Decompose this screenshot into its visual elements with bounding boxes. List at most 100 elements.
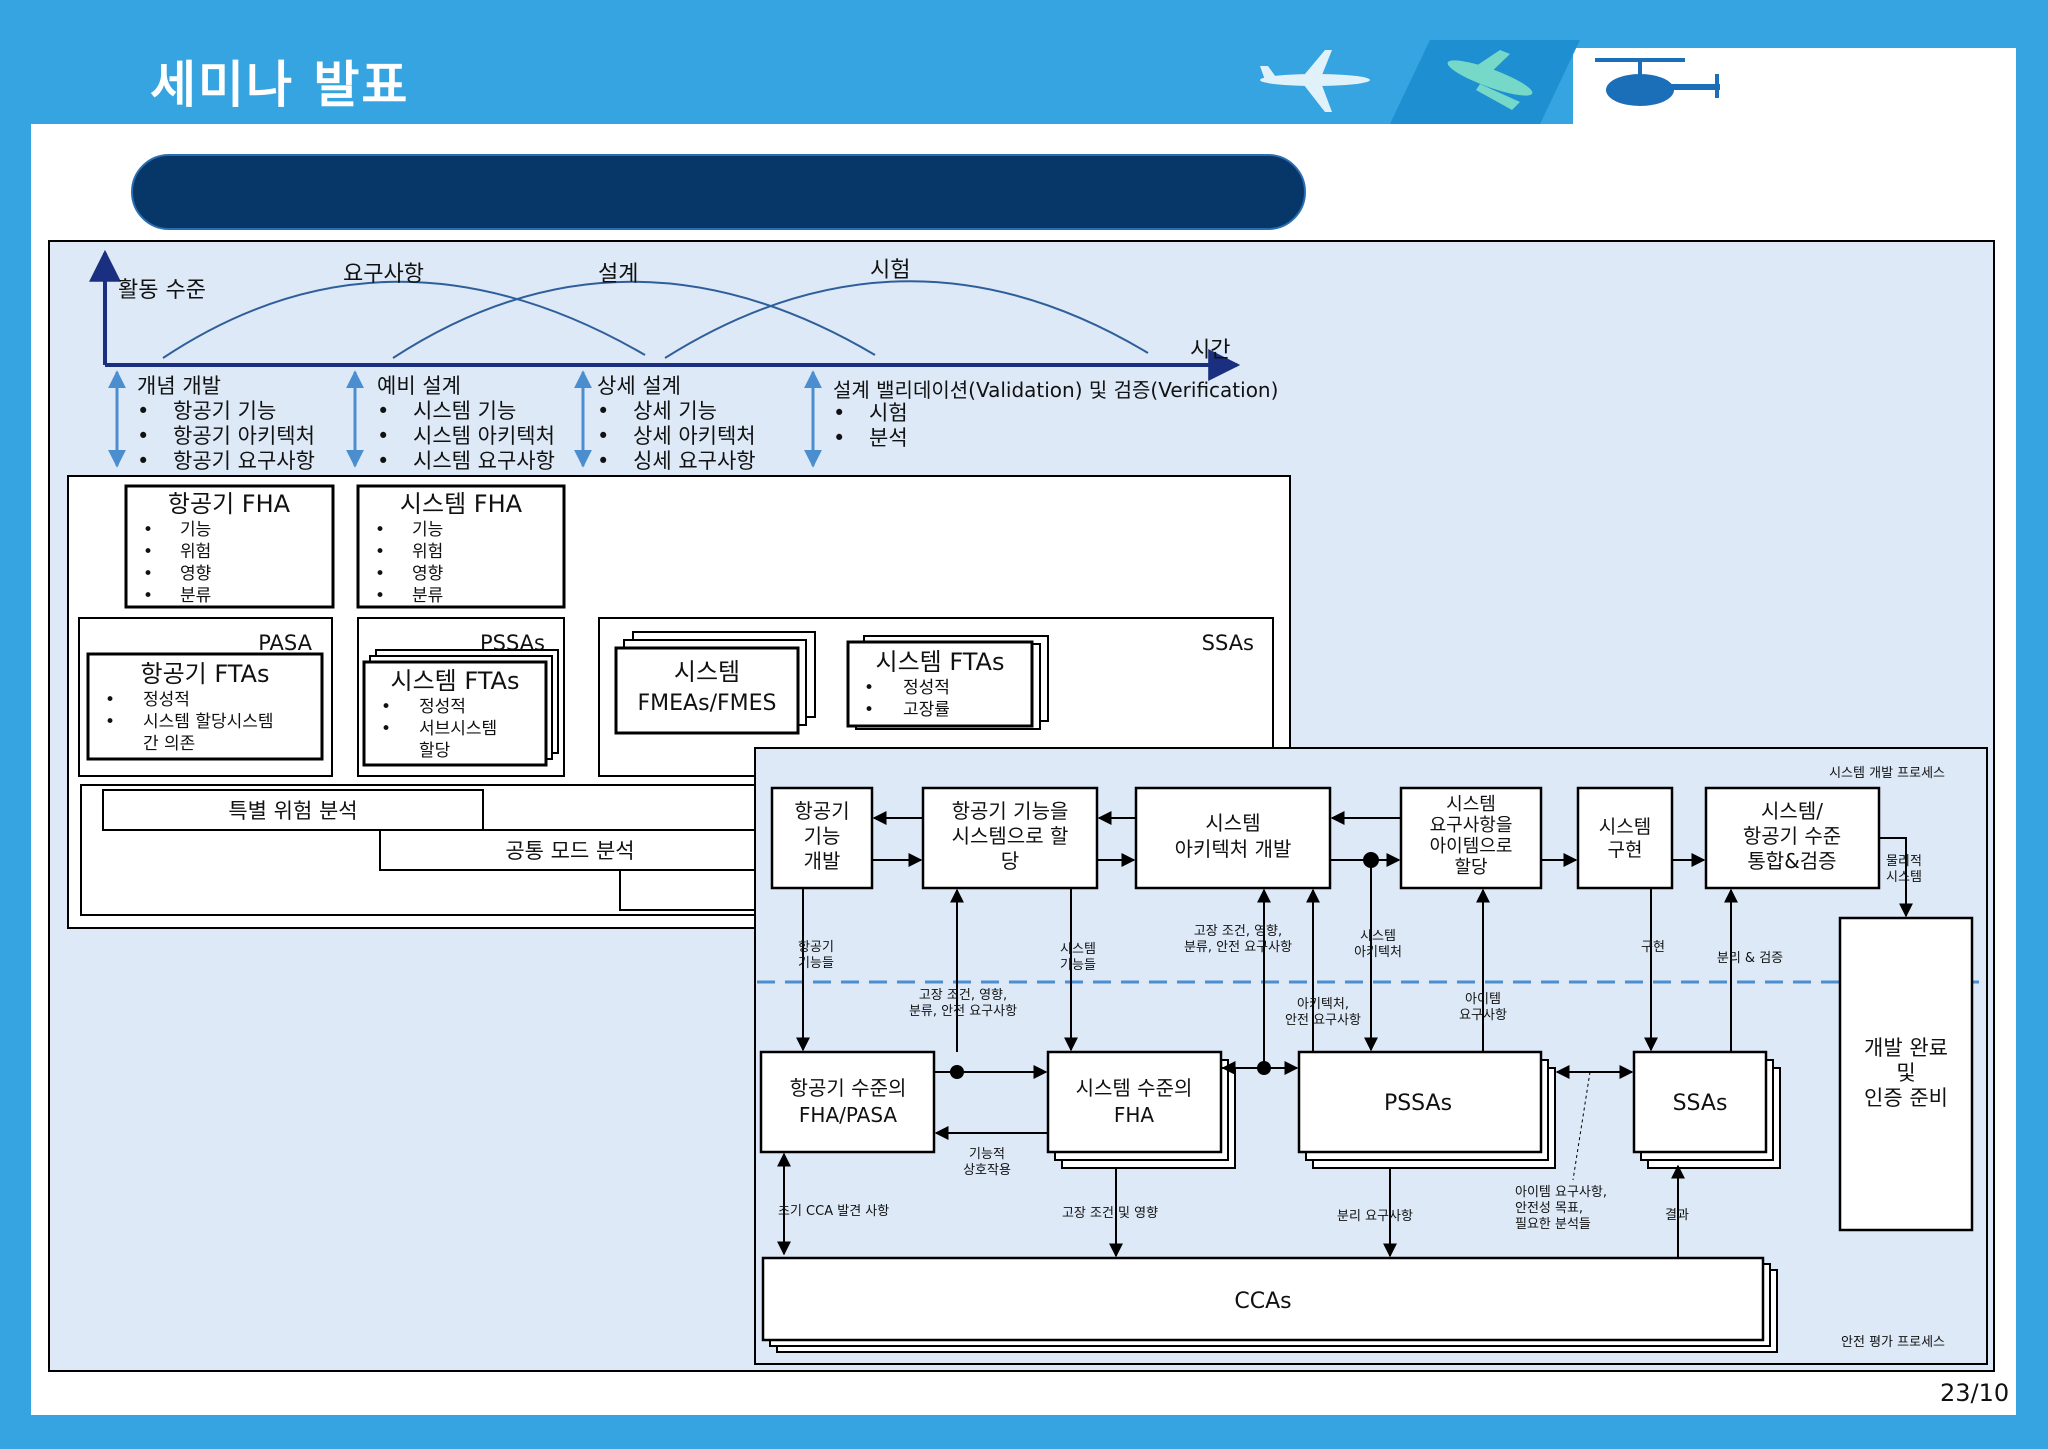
airplane-icon	[1260, 50, 1370, 112]
page-number: 23/10	[1940, 1379, 2010, 1407]
certification-text: 개발 완료	[1864, 1036, 1948, 1060]
jet-icon	[1447, 50, 1533, 110]
phase-4-item: 시험	[869, 401, 908, 425]
system-fha-bullet: •	[375, 520, 385, 540]
phase-1-item: 항공기 요구사항	[173, 449, 315, 473]
fmea-line1: 시스템	[674, 658, 740, 686]
item-requirements-label: 아이템	[1465, 992, 1501, 1007]
aircraft-fha-item: 기능	[180, 520, 211, 540]
allocate-requirements-text: 요구사항을	[1430, 815, 1513, 836]
allocate-functions-text: 항공기 기능을	[952, 799, 1069, 823]
fmea-box	[614, 646, 800, 735]
x-axis-label: 시간	[1190, 338, 1230, 363]
system-fha-box	[356, 484, 566, 609]
aircraft-fha-title: 항공기 FHA	[168, 490, 291, 518]
junction-dot	[1257, 1061, 1271, 1075]
architecture-safety-label: 아키텍처,	[1297, 997, 1349, 1012]
aircraft-ftas-item: 시스템 할당시스템	[143, 712, 274, 732]
failure-conditions-top-label: 분류, 안전 요구사항	[1184, 940, 1292, 955]
system-ftas-box	[362, 660, 548, 767]
implementation-label: 구현	[1641, 940, 1665, 955]
architecture-safety-label: 안전 요구사항	[1285, 1013, 1361, 1028]
system-arch-dev-box	[1134, 786, 1332, 890]
system-fha-item: 분류	[412, 586, 443, 606]
curve-requirements	[162, 280, 646, 359]
phase-3-item: 싱세 요구사항	[633, 449, 756, 473]
leader-line	[1572, 1071, 1591, 1181]
system-ftas-bullet: •	[381, 697, 391, 717]
integration-text: 시스템/	[1761, 799, 1823, 823]
phase-2-bullet: •	[377, 449, 389, 473]
phase-2-bullet: •	[377, 424, 389, 448]
physical-system-label: 시스템	[1886, 870, 1922, 885]
aircraft-function-dev-text: 기능	[804, 824, 841, 848]
aircraft-fha-pasa-text: FHA/PASA	[799, 1103, 897, 1127]
special-risk-box	[102, 789, 484, 831]
safety-process-label: 안전 평가 프로세스	[1841, 1335, 1945, 1350]
curve-label-design: 설계	[598, 262, 638, 287]
certification-box	[1838, 916, 1974, 1232]
fmea-line2: FMEAs/FMES	[638, 691, 777, 716]
aircraft-function-dev-text: 항공기	[794, 799, 849, 823]
ssa-fta-item: 정성적	[903, 678, 950, 698]
allocate-requirements-text: 시스템	[1446, 794, 1496, 815]
phase-1-bullet: •	[137, 399, 149, 423]
pssas-process-text: PSSAs	[1384, 1091, 1452, 1116]
system-arch-dev-text: 시스템	[1205, 811, 1260, 835]
aircraft-functions-label: 기능들	[798, 956, 834, 971]
phase-3-bullet: •	[597, 449, 609, 473]
ssas-process-box	[1632, 1050, 1768, 1154]
certification-text: 인증 준비	[1864, 1086, 1948, 1110]
ssas-process-text: SSAs	[1673, 1091, 1728, 1116]
allocate-functions-text: 시스템으로 할	[952, 824, 1069, 848]
system-fha-item: 영향	[412, 564, 443, 584]
system-ftas-item-cont: 할당	[419, 741, 451, 761]
phase-title-4: 설계 밸리데이션(Validation) 및 검증(Verification)	[833, 378, 1278, 402]
functional-interaction-label: 상호작용	[963, 1163, 1011, 1178]
phase-2-item: 시스템 기능	[413, 399, 516, 423]
aircraft-fha-bullet: •	[143, 542, 153, 562]
curve-design	[392, 280, 876, 359]
phase-2-item: 시스템 요구사항	[413, 449, 555, 473]
allocate-functions-box	[921, 786, 1099, 890]
early-cca-label: 초기 CCA 발견 사항	[778, 1204, 889, 1219]
phase-3-bullet: •	[597, 399, 609, 423]
system-ftas-item: 정성적	[419, 697, 466, 717]
system-fha-process-box	[1046, 1050, 1223, 1154]
junction-dot	[950, 1065, 964, 1079]
system-fha-bullet: •	[375, 542, 385, 562]
pssas-process-box	[1297, 1050, 1543, 1154]
system-impl-text: 시스템	[1599, 816, 1651, 838]
system-impl-text: 구현	[1608, 839, 1643, 861]
system-fha-process-text: 시스템 수준의	[1076, 1076, 1193, 1100]
phase-title-1: 개념 개발	[137, 374, 221, 398]
phase-3-item: 상세 기능	[633, 399, 717, 423]
ssa-fta-box	[846, 640, 1034, 728]
aircraft-ftas-box	[86, 652, 324, 761]
aircraft-fha-item: 위험	[180, 542, 211, 562]
aircraft-fha-pasa-box	[759, 1050, 936, 1154]
failure-effects-label: 고장 조건 및 영향	[1062, 1206, 1158, 1221]
aircraft-fha-pasa-text: 항공기 수준의	[790, 1076, 907, 1100]
aircraft-ftas-item-cont: 간 의존	[143, 734, 195, 754]
aircraft-ftas-title: 항공기 FTAs	[141, 660, 270, 688]
system-architecture-label: 시스템	[1360, 929, 1396, 944]
phase-1-bullet: •	[137, 424, 149, 448]
curve-test	[664, 280, 1149, 359]
ssas-label: SSAs	[1202, 631, 1254, 655]
system-fha-process-text: FHA	[1114, 1103, 1155, 1127]
system-fha-bullet: •	[375, 564, 385, 584]
aircraft-fha-bullet: •	[143, 586, 153, 606]
aircraft-functions-label: 항공기	[798, 940, 834, 955]
arrow	[1879, 837, 1913, 918]
item-req-safety-label: 필요한 분석들	[1515, 1217, 1591, 1232]
physical-system-label: 물리적	[1886, 854, 1922, 869]
aircraft-ftas-bullet: •	[105, 690, 115, 710]
system-ftas-title: 시스템 FTAs	[391, 667, 520, 695]
phase-3-item: 상세 아키텍처	[633, 424, 756, 448]
common-mode-label: 공통 모드 분석	[505, 839, 634, 863]
aircraft-ftas-item: 정성적	[143, 690, 190, 710]
aircraft-fha-bullet: •	[143, 564, 153, 584]
